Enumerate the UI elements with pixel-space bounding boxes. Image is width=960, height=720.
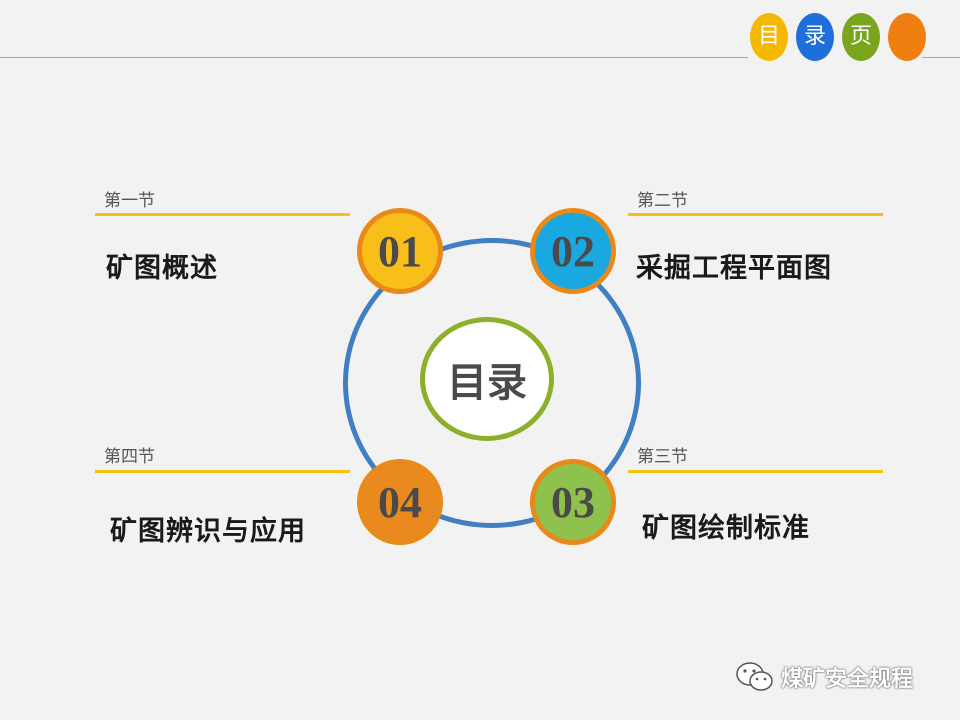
section-1-title[interactable]: 矿图概述 — [106, 253, 218, 284]
section-1-label: 第一节 — [104, 191, 155, 211]
section-4-title[interactable]: 矿图辨识与应用 — [110, 516, 306, 547]
toc-title: 目录 — [447, 360, 527, 406]
wechat-icon — [736, 662, 773, 691]
section-3-label: 第三节 — [637, 447, 688, 467]
watermark-text: 煤矿安全规程 — [781, 667, 914, 692]
section-3-title[interactable]: 矿图绘制标准 — [642, 513, 810, 544]
section-4-label: 第四节 — [104, 447, 155, 467]
section-2-title[interactable]: 采掘工程平面图 — [636, 253, 832, 284]
section-4-line — [95, 470, 350, 473]
section-1-number-text: 01 — [378, 226, 422, 276]
section-3-number[interactable]: 03 — [530, 459, 616, 545]
nav-badge-4[interactable] — [888, 13, 926, 61]
watermark: 煤矿安全规程 — [735, 660, 913, 694]
section-3-line — [628, 470, 883, 473]
nav-badge-2[interactable]: 录 — [796, 13, 834, 61]
section-2-line — [628, 213, 883, 216]
toc-center-circle: 目录 — [420, 317, 554, 441]
header-divider-right — [922, 57, 960, 58]
section-2-number-text: 02 — [551, 226, 595, 276]
section-2-label: 第二节 — [637, 191, 688, 211]
section-1-line — [95, 213, 350, 216]
nav-badge-3[interactable]: 页 — [842, 13, 880, 61]
header-divider — [0, 57, 748, 58]
section-4-number[interactable]: 04 — [357, 459, 443, 545]
section-4-number-text: 04 — [378, 477, 422, 527]
section-2-number[interactable]: 02 — [530, 208, 616, 294]
nav-badge-1[interactable]: 目 — [750, 13, 788, 61]
section-1-number[interactable]: 01 — [357, 208, 443, 294]
outline-ring — [343, 238, 641, 528]
section-3-number-text: 03 — [551, 477, 595, 527]
